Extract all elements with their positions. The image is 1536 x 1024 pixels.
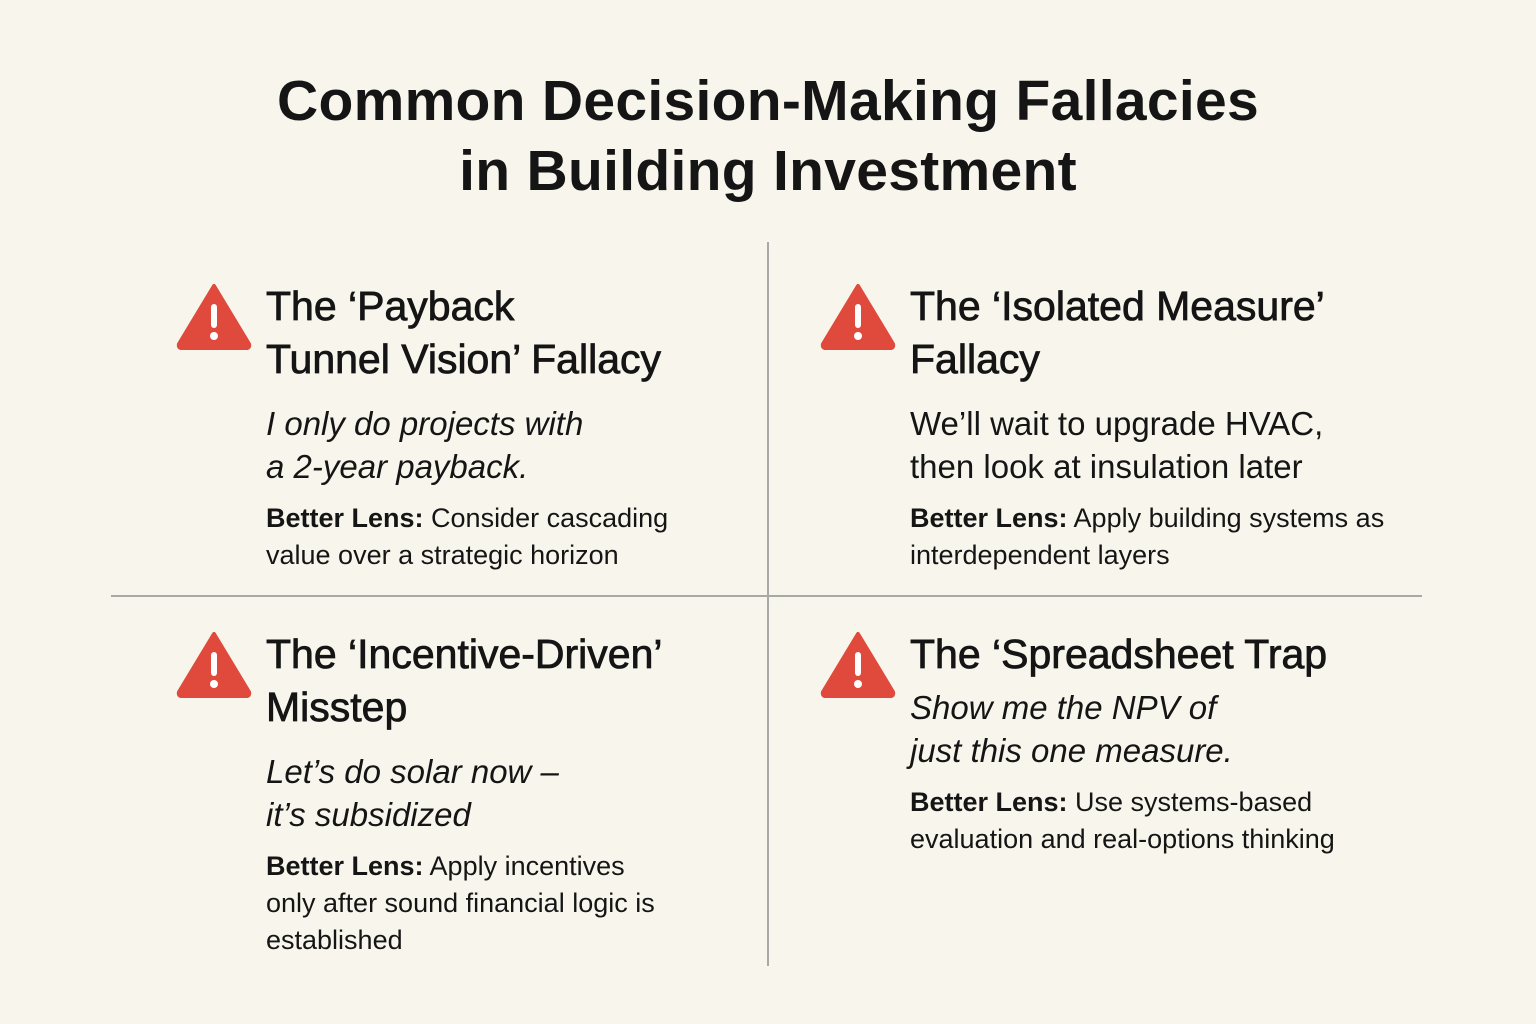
warning-icon xyxy=(820,284,896,350)
vertical-divider xyxy=(767,242,769,966)
fallacy-heading: The ‘Incentive-Driven’Misstep xyxy=(266,631,663,731)
warning-icon xyxy=(176,284,252,350)
better-lens: Better Lens: Apply incentives only after… xyxy=(266,851,655,955)
horizontal-divider xyxy=(111,595,1422,597)
better-lens: Better Lens: Use systems-based evaluatio… xyxy=(910,787,1335,854)
warning-icon xyxy=(820,632,896,698)
warning-icon xyxy=(176,632,252,698)
fallacy-heading: The ‘Spreadsheet Trap xyxy=(910,631,1328,678)
better-lens: Better Lens: Consider cascading value ov… xyxy=(266,503,669,570)
fallacy-heading: The ‘Isolated Measure’Fallacy xyxy=(910,283,1326,383)
title-line-1: Common Decision-Making Fallacies xyxy=(277,69,1259,133)
page-title: Common Decision-Making Fallacies in Buil… xyxy=(0,66,1536,206)
title-line-2: in Building Investment xyxy=(459,139,1077,203)
fallacy-quote: We’ll wait to upgrade HVAC,then look at … xyxy=(910,405,1324,485)
fallacy-quote: Let’s do solar now –it’s subsidized xyxy=(266,753,559,833)
better-lens: Better Lens: Apply building systems as i… xyxy=(910,503,1385,570)
